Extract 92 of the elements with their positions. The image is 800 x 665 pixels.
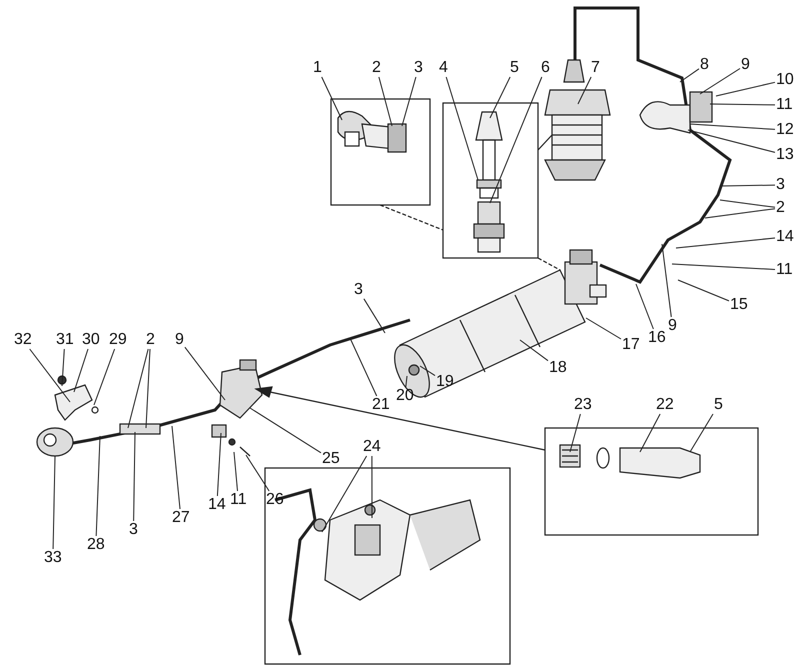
- callout-number: 2: [776, 200, 785, 216]
- leader-line: [586, 318, 622, 340]
- leader-line: [402, 76, 416, 126]
- leader-line: [704, 208, 776, 218]
- callout-number: 2: [372, 60, 381, 76]
- callout-number: 16: [648, 330, 666, 346]
- callout-number: 9: [668, 318, 677, 334]
- leader-line: [184, 346, 226, 400]
- callout-number: 18: [549, 360, 567, 376]
- leader-line: [690, 414, 714, 452]
- callout-number: 21: [372, 397, 390, 413]
- leader-line: [250, 408, 322, 454]
- leader-line: [405, 376, 408, 388]
- leader-line: [710, 104, 776, 106]
- callout-number: 11: [776, 262, 793, 278]
- leader-line: [128, 348, 149, 428]
- callout-number: 15: [730, 297, 748, 313]
- callout-number: 1: [313, 60, 322, 76]
- leader-line: [216, 432, 222, 496]
- callout-number: 27: [172, 510, 190, 526]
- callout-number: 12: [776, 122, 794, 138]
- callout-number: 17: [622, 337, 640, 353]
- leader-line: [350, 338, 378, 396]
- callout-number: 5: [714, 397, 723, 413]
- leader-line: [234, 452, 238, 492]
- callout-number: 9: [175, 332, 184, 348]
- callout-number: 14: [776, 229, 794, 245]
- leader-line: [570, 414, 581, 452]
- leader-line: [246, 454, 270, 492]
- leader-line: [640, 414, 661, 452]
- callout-number: 3: [776, 177, 785, 193]
- leader-line: [720, 184, 776, 186]
- callout-number: 3: [354, 282, 363, 298]
- leader-line: [578, 76, 592, 104]
- leader-line: [680, 68, 700, 82]
- callout-number: 11: [776, 97, 793, 113]
- callout-number: 29: [109, 332, 127, 348]
- leader-line: [662, 244, 672, 318]
- leader-line: [420, 366, 436, 376]
- callout-number: 8: [700, 57, 709, 73]
- callout-number: 19: [436, 374, 454, 390]
- callout-number: 5: [510, 60, 519, 76]
- leader-line: [700, 68, 740, 94]
- leader-line: [363, 298, 386, 334]
- leader-line: [74, 348, 88, 392]
- callout-number: 7: [591, 60, 600, 76]
- leader-line: [636, 284, 654, 330]
- callout-number: 3: [414, 60, 423, 76]
- leader-line: [96, 436, 100, 536]
- callout-number: 30: [82, 332, 100, 348]
- callout-number: 4: [439, 60, 448, 76]
- callout-number: 23: [574, 397, 592, 413]
- leader-line: [29, 348, 70, 402]
- callout-number: 31: [56, 332, 74, 348]
- callout-number: 24: [363, 439, 381, 455]
- leader-line: [172, 426, 180, 510]
- callout-number: 2: [146, 332, 155, 348]
- callout-number: 20: [396, 388, 414, 404]
- leader-line: [371, 456, 372, 518]
- leader-line: [490, 76, 542, 204]
- leader-line: [676, 238, 776, 248]
- leader-line: [321, 76, 342, 120]
- leader-line: [133, 432, 136, 522]
- leader-line: [322, 456, 368, 532]
- callout-number: 25: [322, 451, 340, 467]
- callout-number: 3: [129, 522, 138, 538]
- callout-number: 9: [741, 57, 750, 73]
- callout-number: 22: [656, 397, 674, 413]
- leader-line: [720, 200, 776, 208]
- callout-number: 32: [14, 332, 32, 348]
- leader-line: [520, 340, 548, 362]
- leader-line: [378, 76, 392, 126]
- leader-line: [716, 82, 776, 96]
- leader-line: [490, 76, 511, 118]
- leader-line: [62, 348, 65, 386]
- leader-line: [446, 76, 478, 180]
- callout-number: 10: [776, 72, 794, 88]
- leader-line: [146, 348, 150, 428]
- leader-line: [672, 264, 776, 270]
- callout-number: 26: [266, 492, 284, 508]
- callout-number: 28: [87, 537, 105, 553]
- leader-line: [52, 456, 56, 550]
- leader-line: [94, 348, 116, 406]
- callout-number: 6: [541, 60, 550, 76]
- leader-line: [678, 280, 730, 302]
- callout-number: 13: [776, 147, 794, 163]
- leader-line: [690, 124, 776, 130]
- brake-system-drawing: [36, 6, 759, 665]
- leader-line: [688, 130, 776, 153]
- callout-number: 14: [208, 497, 226, 513]
- callout-number: 33: [44, 550, 62, 566]
- callout-number: 11: [230, 492, 247, 508]
